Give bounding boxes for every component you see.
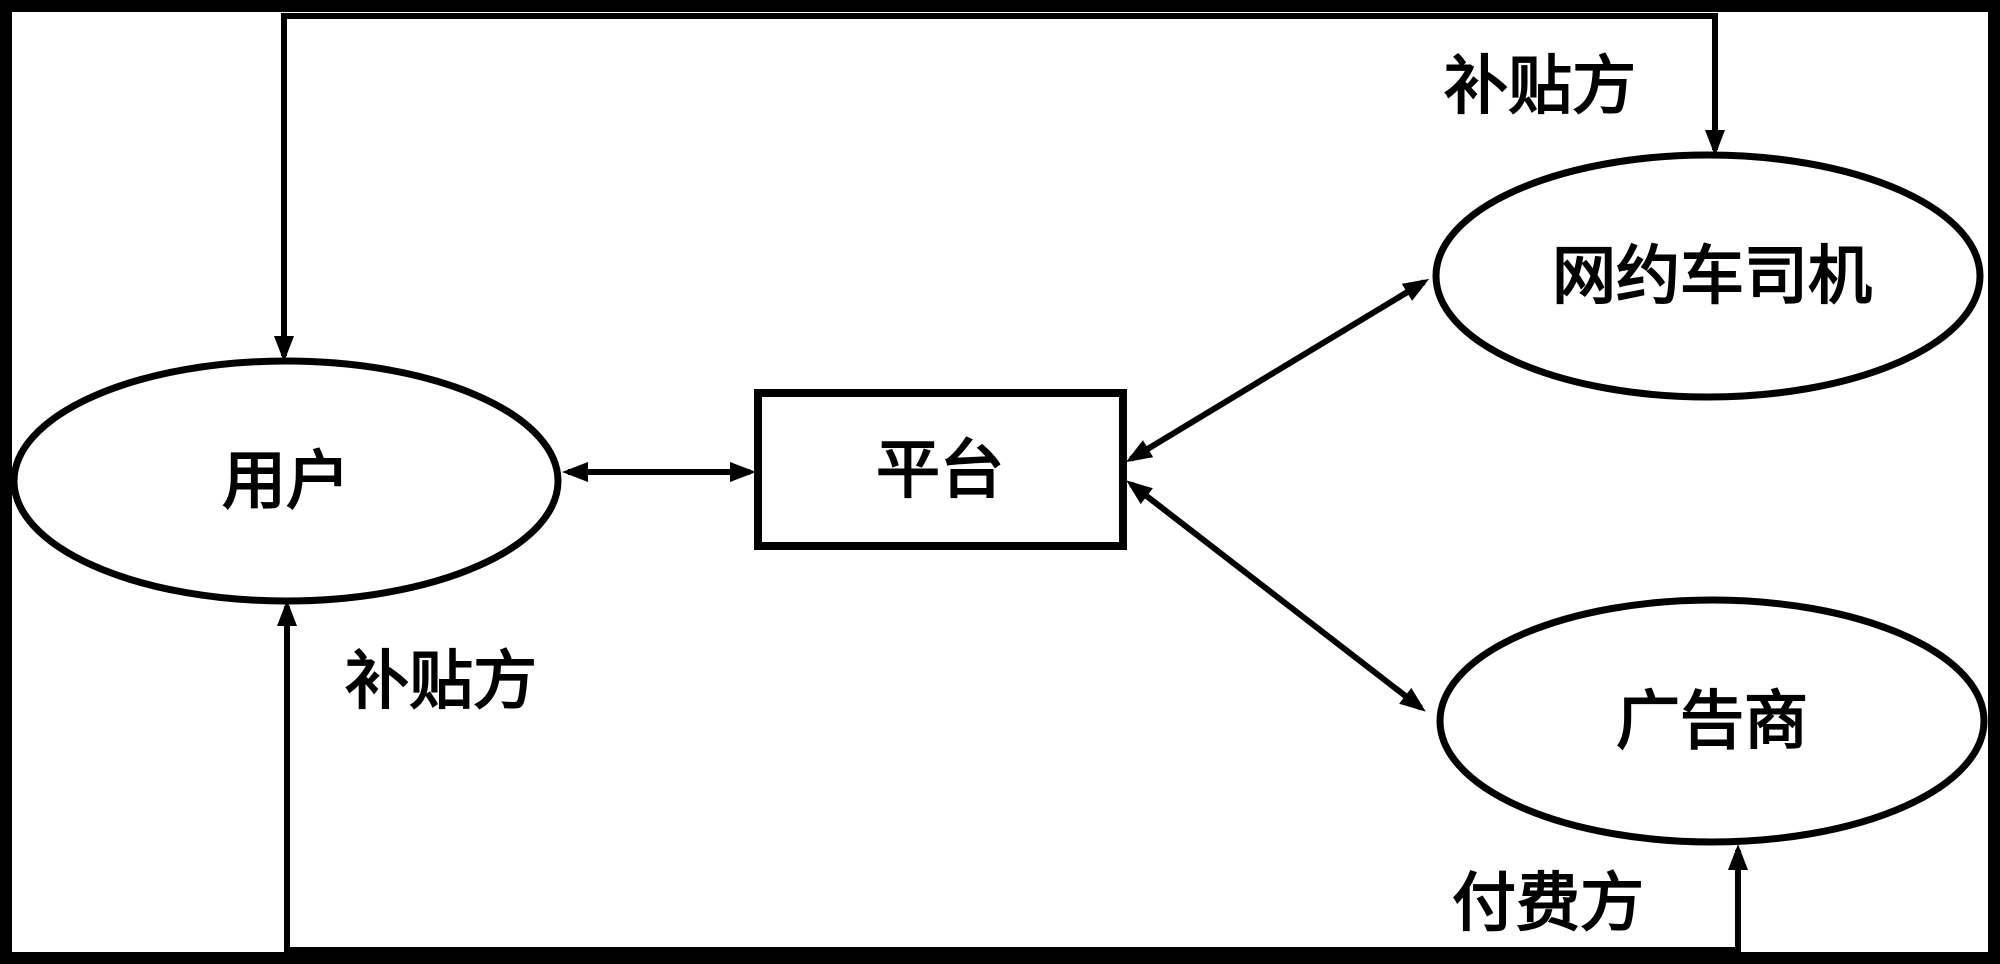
top-subsidy-connector — [274, 13, 1725, 362]
advertiser-ellipse — [1436, 596, 1988, 846]
user-label: 用户 — [222, 445, 350, 517]
platform-box — [754, 389, 1127, 550]
user-ellipse — [10, 357, 562, 605]
subsidy-top-label: 补贴方 — [1444, 50, 1636, 122]
payer-bottom-label: 付费方 — [1452, 867, 1644, 939]
advertiser-label: 广告商 — [1616, 685, 1808, 757]
driver-label: 网约车司机 — [1552, 240, 1872, 312]
platform-label: 平台 — [876, 434, 1004, 506]
bottom-payment-connector — [277, 600, 1748, 953]
subsidy-left-label: 补贴方 — [345, 645, 537, 717]
platform-driver-arrow — [1125, 278, 1430, 463]
driver-ellipse — [1432, 151, 1984, 401]
platform-advertiser-arrow — [1126, 480, 1426, 712]
